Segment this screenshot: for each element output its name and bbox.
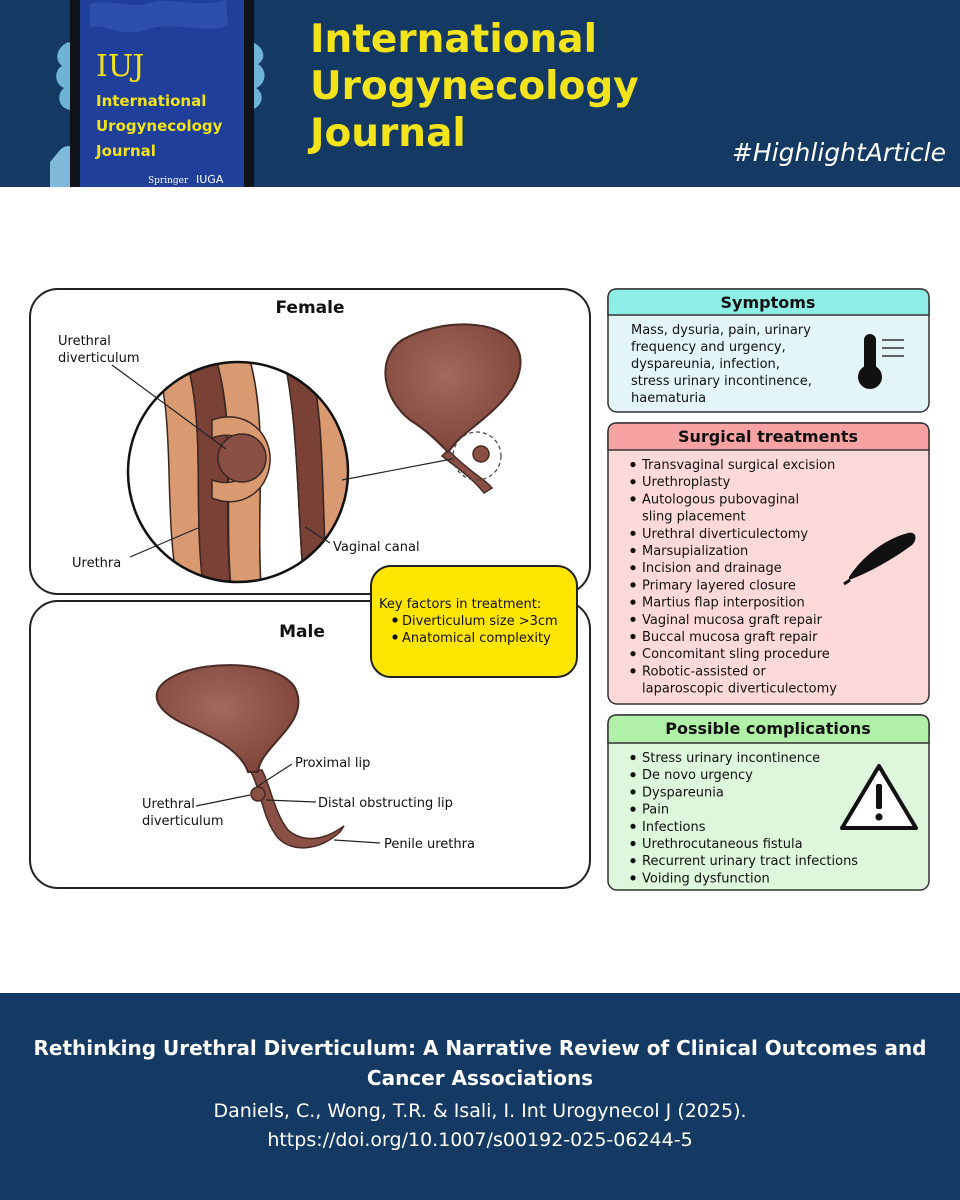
list-bullet [630, 806, 636, 812]
journal-cover-image: IUJ International Urogynecology Journal … [50, 0, 265, 187]
list-item: Infections [642, 820, 706, 835]
female-diverticulum-label-line-1: Urethral [58, 334, 111, 349]
male-bladder-urethra [155, 664, 345, 849]
symptoms-line: frequency and urgency, [631, 340, 786, 355]
surgical-treatments-list: Transvaginal surgical excisionUrethropla… [630, 458, 837, 697]
list-item: Urethral diverticulectomy [642, 527, 808, 542]
key-factors-heading: Key factors in treatment: [379, 597, 541, 612]
list-bullet [630, 496, 636, 502]
list-item: De novo urgency [642, 768, 753, 783]
complications-box: Possible complications Stress urinary in… [607, 714, 930, 891]
warning-icon [840, 764, 918, 830]
article-citation: Daniels, C., Wong, T.R. & Isali, I. Int … [213, 1100, 747, 1122]
distal-obstructing-lip-label: Distal obstructing lip [318, 796, 453, 811]
proximal-lip-label: Proximal lip [295, 756, 370, 771]
list-bullet [630, 668, 636, 674]
symptoms-line: haematuria [631, 391, 706, 406]
list-item: Primary layered closure [642, 578, 796, 593]
female-urethra-label: Urethra [72, 556, 121, 571]
header-banner: IUJ International Urogynecology Journal … [0, 0, 960, 187]
symptoms-box: Symptoms Mass, dysuria, pain, urinary fr… [607, 288, 930, 413]
key-factor-bullet [392, 617, 398, 623]
list-item: Urethrocutaneous fistula [642, 837, 803, 852]
list-item: Vaginal mucosa graft repair [642, 613, 823, 628]
list-item: Pain [642, 803, 669, 818]
female-bladder-urethra [384, 323, 522, 494]
list-item: Dyspareunia [642, 785, 724, 800]
journal-title-line-2: Urogynecology [310, 64, 639, 109]
highlight-article-hashtag: #HighlightArticle [731, 138, 946, 167]
key-factor-item: Anatomical complexity [402, 631, 551, 646]
list-bullet [630, 479, 636, 485]
footer-banner: Rethinking Urethral Diverticulum: A Narr… [0, 993, 960, 1200]
journal-title-line-3: Journal [310, 111, 466, 156]
surgical-treatments-box: Surgical treatments Transvaginal surgica… [607, 422, 930, 705]
list-bullet [630, 582, 636, 588]
list-item: Stress urinary incontinence [642, 751, 820, 766]
list-item: Recurrent urinary tract infections [642, 854, 858, 869]
symptoms-heading: Symptoms [721, 293, 816, 312]
male-heading: Male [279, 622, 325, 642]
list-bullet [630, 616, 636, 622]
list-bullet [630, 772, 636, 778]
list-bullet [630, 547, 636, 554]
list-bullet [630, 840, 636, 847]
list-item: Marsupialization [642, 544, 748, 559]
cover-society-text: IUGA [196, 173, 224, 186]
complications-list: Stress urinary incontinence De novo urgen… [630, 751, 858, 886]
list-bullet [630, 858, 636, 864]
female-heading: Female [276, 298, 345, 318]
complications-heading: Possible complications [665, 719, 871, 738]
list-item: sling placement [642, 510, 746, 525]
journal-title-line-1: International [310, 17, 597, 62]
list-bullet [630, 599, 636, 605]
cover-title-line-1: International [96, 92, 206, 110]
list-bullet [630, 823, 636, 829]
list-item: Voiding dysfunction [642, 871, 770, 886]
article-title: Rethinking Urethral Diverticulum: A Narr… [33, 1036, 927, 1090]
list-item: Transvaginal surgical excision [641, 458, 835, 473]
cover-publisher-text: Springer [148, 176, 189, 186]
vaginal-canal-label: Vaginal canal [333, 540, 420, 555]
thermometer-icon [858, 334, 904, 389]
list-bullet [630, 565, 636, 571]
list-item: Incision and drainage [642, 561, 782, 576]
list-item: Urethroplasty [642, 475, 731, 490]
penile-urethra-label: Penile urethra [384, 837, 475, 852]
female-panel: Female Ur [29, 288, 591, 595]
list-bullet [630, 633, 636, 640]
list-bullet [630, 754, 636, 761]
scalpel-icon [843, 532, 916, 586]
male-diverticulum-label-line-2: diverticulum [142, 814, 224, 829]
female-diverticulum-label-line-2: diverticulum [58, 351, 140, 366]
symptoms-line: stress urinary incontinence, [631, 374, 812, 389]
list-bullet [630, 530, 636, 536]
surgical-heading: Surgical treatments [678, 427, 858, 446]
list-item: Buccal mucosa graft repair [642, 630, 818, 645]
list-bullet [630, 651, 636, 657]
cover-title-line-3: Journal [95, 142, 156, 160]
male-diverticulum-label-line-1: Urethral [142, 797, 195, 812]
list-item: Autologous pubovaginal [642, 492, 799, 507]
female-magnified-anatomy [126, 360, 350, 584]
symptoms-line: Mass, dysuria, pain, urinary [631, 323, 811, 338]
list-item: Martius flap interposition [642, 596, 805, 611]
cover-iuj-text: IUJ [96, 49, 144, 84]
list-item: laparoscopic diverticulectomy [642, 682, 837, 697]
zoom-indicator-circle [452, 431, 502, 481]
list-bullet [630, 461, 636, 468]
symptoms-line: dyspareunia, infection, [631, 357, 780, 372]
list-item: Robotic-assisted or [642, 664, 766, 679]
list-bullet [630, 875, 636, 881]
list-item: Concomitant sling procedure [642, 647, 830, 662]
list-bullet [630, 789, 636, 795]
cover-title-line-2: Urogynecology [96, 117, 223, 135]
key-factor-bullet [392, 634, 398, 640]
article-doi[interactable]: https://doi.org/10.1007/s00192-025-06244… [267, 1129, 693, 1151]
key-factor-item: Diverticulum size >3cm [402, 614, 558, 629]
journal-title: International Urogynecology Journal [310, 16, 639, 157]
key-factors-box: Key factors in treatment: Diverticulum s… [370, 565, 578, 678]
